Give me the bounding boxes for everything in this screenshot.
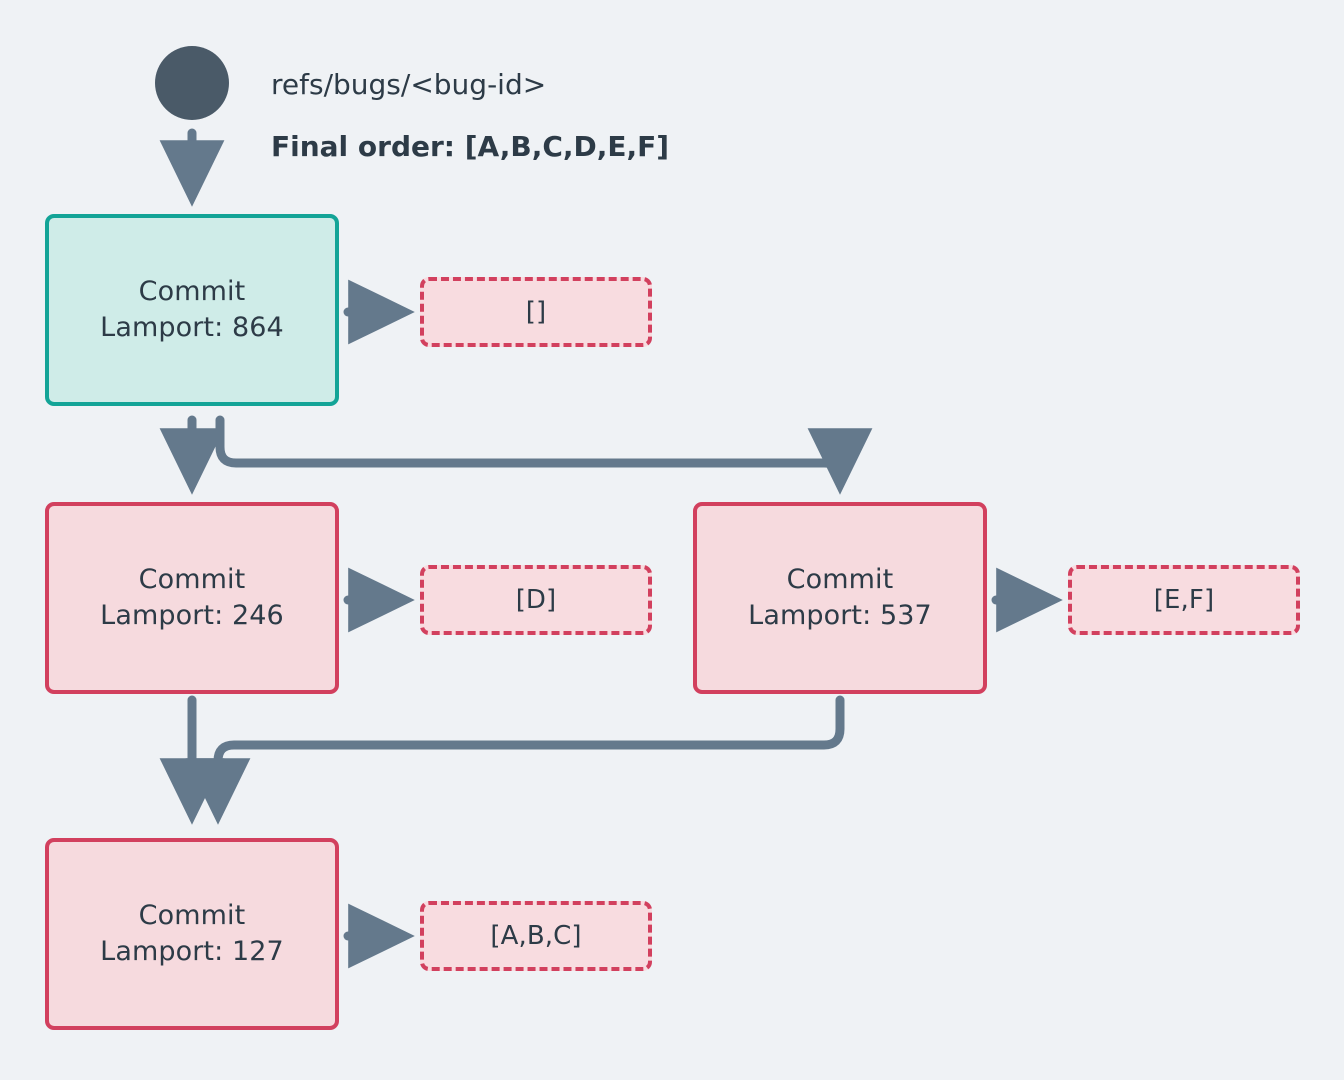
- commit-title: Commit: [138, 900, 246, 932]
- ops-list-label: [E,F]: [1153, 584, 1215, 615]
- commit-title: Commit: [786, 564, 894, 596]
- commit-node-127[interactable]: Commit Lamport: 127: [45, 838, 339, 1030]
- commit-lamport: Lamport: 127: [100, 936, 284, 967]
- edge-commit537-to-commit127: [185, 695, 845, 825]
- commit-node-246[interactable]: Commit Lamport: 246: [45, 502, 339, 694]
- commit-node-537[interactable]: Commit Lamport: 537: [693, 502, 987, 694]
- ops-list-127[interactable]: [A,B,C]: [420, 901, 652, 971]
- commit-title: Commit: [138, 564, 246, 596]
- commit-lamport: Lamport: 246: [100, 600, 284, 631]
- ops-list-label: []: [525, 296, 547, 327]
- ops-list-537[interactable]: [E,F]: [1068, 565, 1300, 635]
- edge-commit864-to-commit537: [215, 415, 873, 495]
- ops-list-864[interactable]: []: [420, 277, 652, 347]
- commit-title: Commit: [138, 276, 246, 308]
- root-node[interactable]: [155, 46, 229, 120]
- commit-node-864[interactable]: Commit Lamport: 864: [45, 214, 339, 406]
- final-order-label: Final order: [A,B,C,D,E,F]: [271, 130, 670, 163]
- commit-lamport: Lamport: 537: [748, 600, 932, 631]
- ref-label: refs/bugs/<bug-id>: [271, 68, 547, 101]
- ops-list-246[interactable]: [D]: [420, 565, 652, 635]
- ops-list-label: [D]: [515, 584, 557, 615]
- commit-lamport: Lamport: 864: [100, 312, 284, 343]
- ops-list-label: [A,B,C]: [490, 920, 582, 951]
